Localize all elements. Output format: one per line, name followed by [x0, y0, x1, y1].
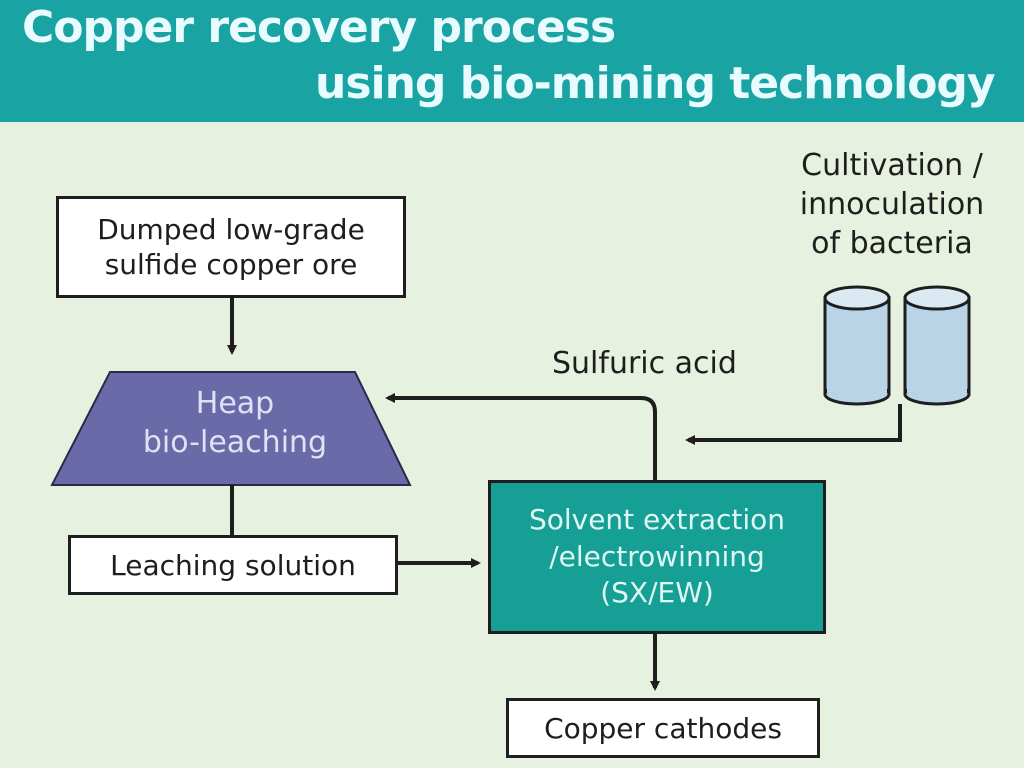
arrow-bacteria-to-process [685, 404, 902, 445]
page-title-line-2: using bio-mining technology [315, 58, 996, 109]
page-title-line-1: Copper recovery process [22, 2, 616, 53]
heap-bioleaching-shape [50, 371, 412, 486]
sxew-label: Solvent extraction /electrowinning (SX/E… [528, 503, 786, 610]
copper-cathodes-box: Copper cathodes [506, 698, 820, 758]
ore-box: Dumped low-grade sulfide copper ore [56, 196, 406, 298]
bacteria-label: Cultivation / innoculation of bacteria [799, 148, 985, 261]
arrow-acid-return-to-heap [385, 393, 657, 480]
bacteria-tank-1-icon [823, 285, 891, 406]
sulfuric-acid-label: Sulfuric acid [552, 346, 737, 381]
leaching-solution-box: Leaching solution [68, 535, 398, 595]
bacteria-tank-2-icon [903, 285, 971, 406]
sxew-box: Solvent extraction /electrowinning (SX/E… [488, 480, 826, 634]
heap-bioleaching-label: Heap bio-leaching [142, 386, 328, 460]
header-banner: Copper recovery process using bio-mining… [0, 0, 1024, 122]
